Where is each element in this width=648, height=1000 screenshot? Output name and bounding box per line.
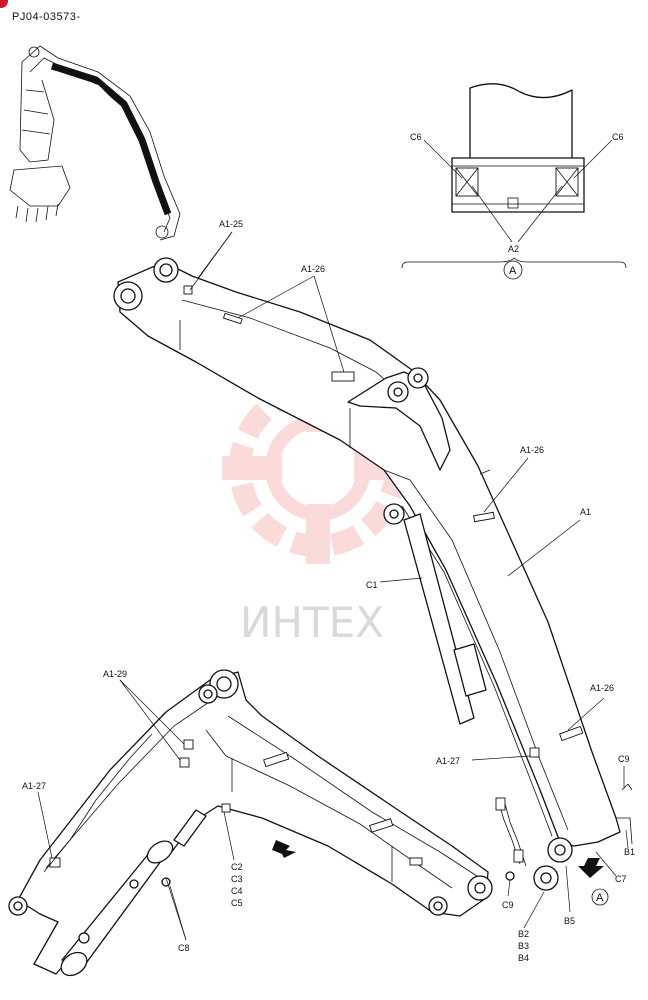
corner-badge [0,0,8,8]
callout-c9-bottom: C9 [502,900,514,910]
callout-c4: C4 [231,886,243,896]
document-id: PJ04-03573- [12,11,81,23]
callout-c1: C1 [366,580,378,590]
callout-a1-29: A1-29 [103,669,127,679]
watermark-text: ИНТЕХ [240,598,384,647]
callout-a1-25: A1-25 [219,219,243,229]
label-view-marker-a: A [509,265,517,277]
label-c6-left: C6 [410,132,422,142]
callout-a1: A1 [580,507,591,517]
callout-c7: C7 [615,874,627,884]
excavator-thumbnail [9,45,181,241]
callout-b4: B4 [518,953,529,963]
label-c6-right: C6 [612,132,624,142]
callout-view-a: A [596,892,604,904]
detail-view-a: C6 C6 A2 A [401,83,627,280]
boom-assembly-main [113,257,633,891]
callout-c8: C8 [178,943,190,953]
boom-assembly-lower [8,669,493,977]
callout-a1-26-top: A1-26 [301,264,325,274]
callout-b3: B3 [518,941,529,951]
callout-b5: B5 [564,916,575,926]
leader-lines [37,231,629,941]
callout-c5: C5 [231,898,243,908]
callout-a1-26-low: A1-26 [590,683,614,693]
callout-b2: B2 [518,929,529,939]
view-a-arrow [578,858,604,878]
callout-a1-27-right: A1-27 [436,756,460,766]
callout-b1: B1 [624,847,635,857]
callout-a1-26-mid: A1-26 [520,445,544,455]
label-a2: A2 [508,244,519,254]
callout-c9-right: C9 [618,754,630,764]
callout-c3: C3 [231,874,243,884]
callout-c2: C2 [231,862,243,872]
callout-a1-27-left: A1-27 [22,781,46,791]
